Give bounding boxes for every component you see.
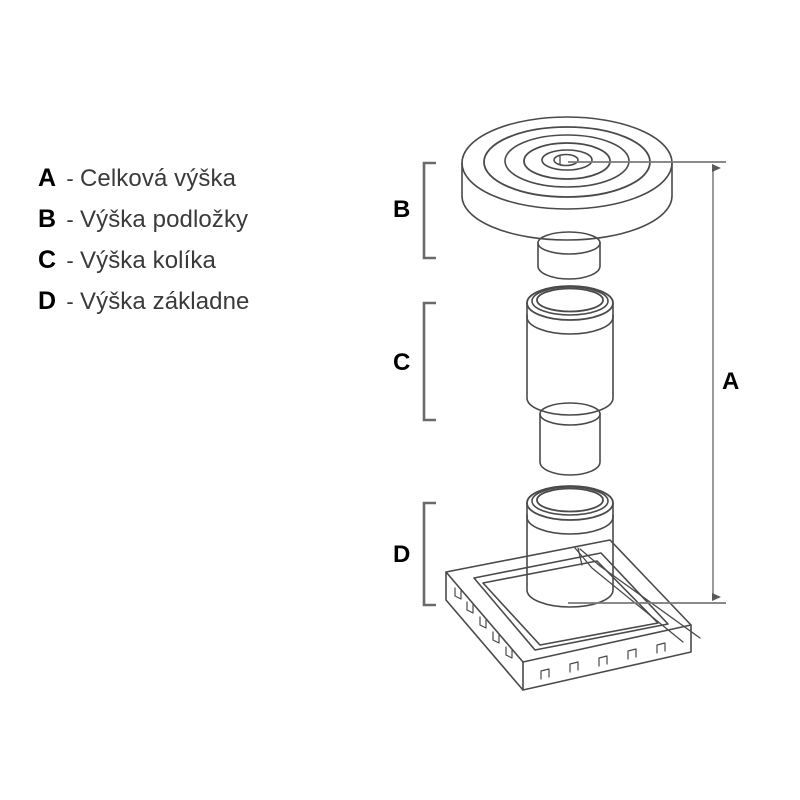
base-plate-recess-outer bbox=[473, 552, 669, 651]
cap-disc-hub bbox=[541, 149, 593, 171]
bracket-c bbox=[422, 301, 436, 422]
bracket-b bbox=[422, 161, 436, 260]
legend-label-a: Celková výška bbox=[80, 165, 237, 192]
riser-collar-mid bbox=[531, 486, 609, 516]
pin-shank bbox=[539, 413, 601, 476]
cap-disc-outer-rim bbox=[461, 116, 673, 210]
legend-label-d: Výška základne bbox=[80, 288, 250, 315]
legend-item-c: C - Výška kolíka bbox=[38, 246, 368, 287]
base-notch-r1 bbox=[540, 668, 550, 680]
riser-collar-inner bbox=[536, 487, 604, 513]
base-notch-l4 bbox=[492, 631, 500, 644]
legend-dash-d: - bbox=[66, 289, 74, 314]
riser-barrel bbox=[526, 514, 614, 608]
base-notch-l1 bbox=[454, 587, 462, 600]
base-plate-recess-inner bbox=[482, 560, 659, 646]
legend-letter-a: A bbox=[38, 164, 57, 192]
bracket-b-shape bbox=[422, 161, 436, 260]
base-plate-rib-b bbox=[574, 547, 684, 643]
base-notch-l5 bbox=[505, 646, 513, 659]
dimension-label-a: A bbox=[722, 368, 739, 395]
legend-item-b: B - Výška podložky bbox=[38, 205, 368, 246]
part-cap-disc bbox=[461, 116, 673, 280]
legend-letter-d: D bbox=[38, 287, 57, 315]
legend-letter-c: C bbox=[38, 246, 57, 274]
cap-disc-bore bbox=[553, 153, 579, 167]
base-plate-left-edge bbox=[445, 571, 524, 691]
base-notch-r3 bbox=[598, 655, 608, 667]
base-notch-r4 bbox=[627, 648, 637, 660]
pin-collar-inner bbox=[536, 287, 604, 313]
legend-dash-b: - bbox=[66, 207, 74, 232]
base-notch-l2 bbox=[466, 601, 474, 614]
bracket-c-shape bbox=[422, 301, 436, 422]
bracket-label-d: D bbox=[393, 541, 410, 568]
base-notch-r2 bbox=[569, 661, 579, 673]
pin-barrel bbox=[526, 314, 614, 416]
cap-disc-side bbox=[461, 162, 673, 241]
legend-dash-a: - bbox=[66, 166, 74, 191]
part-pin-cylinder bbox=[526, 285, 614, 476]
cap-disc-ring-4 bbox=[523, 142, 611, 180]
bracket-label-b: B bbox=[393, 196, 410, 223]
legend-item-a: A - Celková výška bbox=[38, 164, 368, 205]
cap-disc-stem bbox=[537, 242, 601, 280]
legend-item-d: D - Výška základne bbox=[38, 287, 368, 328]
legend-label-b: Výška podložky bbox=[80, 206, 249, 233]
pin-shank-top bbox=[539, 402, 601, 426]
cap-disc-ring-3 bbox=[504, 134, 630, 188]
legend-letter-b: B bbox=[38, 205, 57, 233]
bracket-d-shape bbox=[422, 501, 436, 607]
cap-disc-stem-top bbox=[537, 231, 601, 255]
bracket-label-c: C bbox=[393, 349, 410, 376]
base-notch-l3 bbox=[479, 616, 487, 629]
base-notch-r5 bbox=[656, 642, 666, 654]
bracket-d bbox=[422, 501, 436, 607]
base-plate-rib-c bbox=[577, 547, 583, 566]
pin-collar-wall bbox=[526, 302, 614, 335]
riser-collar-wall bbox=[526, 502, 614, 535]
legend-dash-c: - bbox=[66, 248, 74, 273]
legend-label-c: Výška kolíka bbox=[80, 247, 216, 274]
legend: A - Celková výška B - Výška podložky C -… bbox=[38, 164, 368, 328]
pin-collar-mid bbox=[531, 286, 609, 316]
base-plate-rib-a bbox=[579, 548, 701, 639]
dimension-a bbox=[568, 161, 726, 604]
base-plate-right-edge bbox=[522, 624, 692, 691]
part-base-plate bbox=[445, 485, 701, 691]
